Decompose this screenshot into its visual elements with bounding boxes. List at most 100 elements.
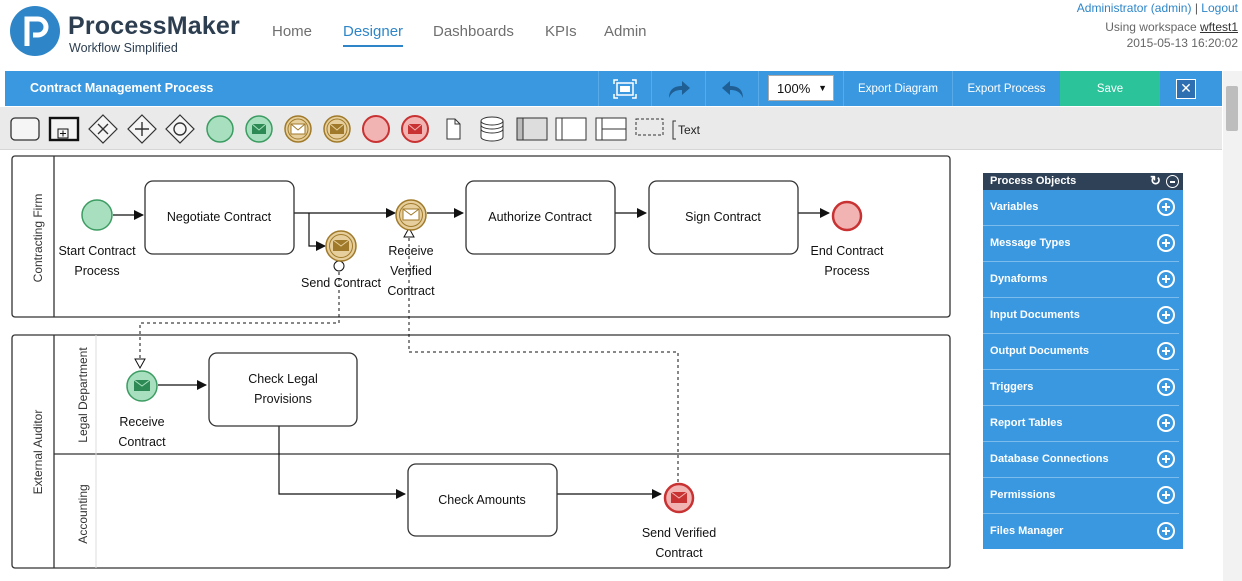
add-icon[interactable] bbox=[1157, 234, 1175, 252]
export-process-button[interactable]: Export Process bbox=[952, 71, 1060, 106]
add-icon[interactable] bbox=[1157, 306, 1175, 324]
end-message-event-tool[interactable] bbox=[401, 115, 429, 143]
svg-text:Sign Contract: Sign Contract bbox=[685, 210, 761, 224]
pool-label-external-auditor: External Auditor bbox=[31, 410, 45, 495]
panel-item-report-tables[interactable]: Report Tables bbox=[983, 406, 1179, 442]
svg-text:Contract: Contract bbox=[655, 546, 703, 560]
lane-tool[interactable] bbox=[555, 117, 587, 141]
data-object-tool[interactable] bbox=[446, 118, 461, 140]
add-icon[interactable] bbox=[1157, 378, 1175, 396]
panel-header: Process Objects ↻ bbox=[983, 173, 1183, 190]
event-receive-contract[interactable]: Receive Contract bbox=[118, 370, 166, 449]
chevron-down-icon: ▼ bbox=[818, 83, 827, 93]
user-name-link[interactable]: Administrator (admin) bbox=[1076, 1, 1192, 15]
task-check-amounts[interactable]: Check Amounts bbox=[407, 463, 558, 537]
undo-icon bbox=[721, 80, 743, 98]
zoom-value: 100% bbox=[777, 80, 811, 96]
data-store-tool[interactable] bbox=[480, 116, 504, 142]
start-event-tool[interactable] bbox=[206, 115, 234, 143]
intermediate-message-catch-tool[interactable] bbox=[284, 115, 312, 143]
subprocess-shape-tool[interactable] bbox=[48, 116, 80, 142]
export-diagram-button[interactable]: Export Diagram bbox=[843, 71, 952, 106]
add-icon[interactable] bbox=[1157, 522, 1175, 540]
event-send-verified-contract[interactable]: Send Verified Contract bbox=[642, 482, 716, 560]
shapes-toolbar: Text bbox=[0, 107, 1222, 150]
workspace-name[interactable]: wftest1 bbox=[1199, 20, 1238, 34]
close-icon: ✕ bbox=[1176, 78, 1196, 99]
panel-item-output-documents[interactable]: Output Documents bbox=[983, 334, 1179, 370]
event-start-contract-process[interactable]: Start Contract Process bbox=[58, 199, 136, 278]
brand-title: ProcessMaker bbox=[68, 12, 240, 40]
undo-button[interactable] bbox=[705, 71, 759, 106]
task-authorize-contract[interactable]: Authorize Contract bbox=[465, 180, 616, 255]
brand-subtitle: Workflow Simplified bbox=[69, 41, 178, 55]
lane-label-accounting: Accounting bbox=[76, 484, 90, 543]
task-shape-tool[interactable] bbox=[10, 117, 40, 141]
text-annotation-tool[interactable]: Text bbox=[672, 120, 701, 140]
add-icon[interactable] bbox=[1157, 342, 1175, 360]
add-icon[interactable] bbox=[1157, 270, 1175, 288]
svg-text:Process: Process bbox=[824, 264, 869, 278]
redo-icon bbox=[668, 80, 690, 98]
svg-text:Start Contract: Start Contract bbox=[58, 244, 136, 258]
panel-item-triggers[interactable]: Triggers bbox=[983, 370, 1179, 406]
event-receive-verified-contract[interactable]: Receive Verified Contract bbox=[387, 199, 435, 298]
add-icon[interactable] bbox=[1157, 414, 1175, 432]
svg-text:Check Amounts: Check Amounts bbox=[438, 493, 526, 507]
event-send-contract[interactable]: Send Contract bbox=[301, 230, 381, 290]
refresh-icon[interactable]: ↻ bbox=[1150, 173, 1161, 188]
datetime: 2015-05-13 16:20:02 bbox=[1126, 36, 1238, 50]
add-icon[interactable] bbox=[1157, 450, 1175, 468]
text-tool-label: Text bbox=[678, 123, 701, 137]
exclusive-gateway-tool[interactable] bbox=[88, 114, 118, 144]
parallel-gateway-tool[interactable] bbox=[127, 114, 157, 144]
task-check-legal-provisions[interactable]: Check Legal Provisions bbox=[208, 352, 358, 427]
save-button[interactable]: Save bbox=[1060, 71, 1160, 106]
collapse-icon[interactable] bbox=[1166, 175, 1179, 188]
zoom-container bbox=[758, 71, 843, 106]
panel-item-input-documents[interactable]: Input Documents bbox=[983, 298, 1179, 334]
workspace-info: Using workspace wftest1 bbox=[1105, 20, 1238, 34]
add-icon[interactable] bbox=[1157, 198, 1175, 216]
add-icon[interactable] bbox=[1157, 486, 1175, 504]
logout-link[interactable]: Logout bbox=[1201, 1, 1238, 15]
lane-split-tool[interactable] bbox=[595, 117, 627, 141]
svg-text:End Contract: End Contract bbox=[811, 244, 884, 258]
scrollbar-thumb[interactable] bbox=[1226, 86, 1238, 131]
task-sign-contract[interactable]: Sign Contract bbox=[648, 180, 799, 255]
nav-designer[interactable]: Designer bbox=[343, 23, 404, 47]
nav-dashboards[interactable]: Dashboards bbox=[433, 23, 514, 40]
process-canvas[interactable]: Contracting Firm External Auditor Legal … bbox=[0, 150, 1222, 581]
zoom-select[interactable]: 100% ▼ bbox=[768, 75, 834, 101]
fit-view-button[interactable] bbox=[598, 71, 651, 106]
nav-home[interactable]: Home bbox=[272, 23, 313, 40]
intermediate-message-throw-tool[interactable] bbox=[323, 115, 351, 143]
panel-item-dynaforms[interactable]: Dynaforms bbox=[983, 262, 1179, 298]
redo-button[interactable] bbox=[651, 71, 705, 106]
panel-item-message-types[interactable]: Message Types bbox=[983, 226, 1179, 262]
svg-text:Contract: Contract bbox=[118, 435, 166, 449]
svg-text:Check Legal: Check Legal bbox=[248, 372, 318, 386]
inclusive-gateway-tool[interactable] bbox=[165, 114, 195, 144]
nav-kpis[interactable]: KPIs bbox=[545, 23, 577, 40]
fit-view-icon bbox=[613, 78, 637, 99]
svg-text:Verified: Verified bbox=[390, 264, 432, 278]
nav-admin[interactable]: Admin bbox=[604, 23, 647, 40]
panel-item-variables[interactable]: Variables bbox=[983, 190, 1179, 226]
pool-tool[interactable] bbox=[516, 117, 548, 141]
sequence-flows bbox=[113, 208, 830, 499]
close-button[interactable]: ✕ bbox=[1161, 71, 1211, 106]
designer-toolbar: Contract Management Process 100% ▼ Expor… bbox=[5, 71, 1222, 106]
panel-item-database-connections[interactable]: Database Connections bbox=[983, 442, 1179, 478]
group-tool[interactable] bbox=[635, 118, 664, 136]
task-negotiate-contract[interactable]: Negotiate Contract bbox=[144, 180, 295, 255]
end-event-tool[interactable] bbox=[362, 115, 390, 143]
message-flow-origin bbox=[333, 260, 345, 272]
panel-item-permissions[interactable]: Permissions bbox=[983, 478, 1179, 514]
process-title: Contract Management Process bbox=[30, 81, 214, 95]
start-message-event-tool[interactable] bbox=[245, 115, 273, 143]
panel-item-files-manager[interactable]: Files Manager bbox=[983, 514, 1179, 549]
vertical-scrollbar[interactable] bbox=[1223, 71, 1242, 581]
message-flows bbox=[134, 226, 679, 482]
event-end-contract-process[interactable]: End Contract Process bbox=[811, 200, 884, 278]
